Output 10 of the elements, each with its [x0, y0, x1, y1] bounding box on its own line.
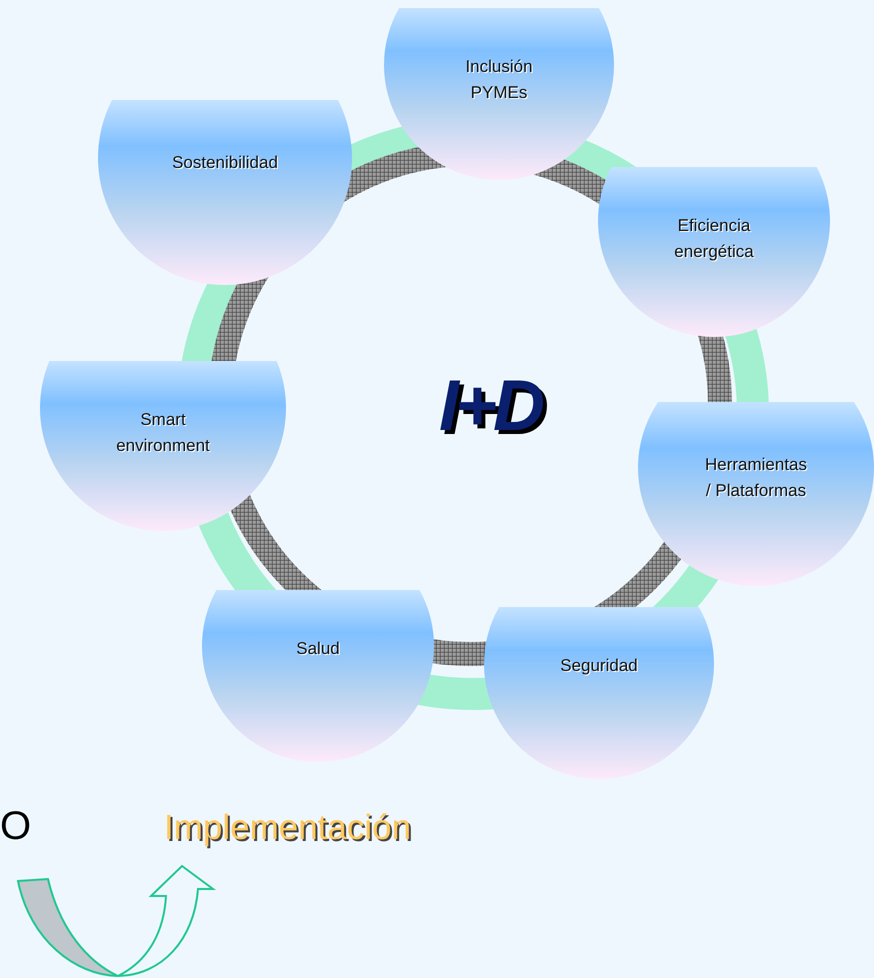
node-label: Salud: [295, 638, 341, 660]
node-label: Herramientas / Plataformas: [704, 454, 808, 502]
node-label: Eficiencia energética: [673, 215, 755, 263]
node-label: Inclusión PYMEs: [464, 56, 534, 104]
text-label: O: [0, 804, 32, 849]
center-title: I+D: [438, 365, 543, 447]
node-label: Sostenibilidad: [171, 152, 279, 174]
text-label: Implementación: [164, 808, 412, 848]
node-label: Smart environment: [115, 409, 211, 457]
node-label: Seguridad: [559, 655, 639, 677]
